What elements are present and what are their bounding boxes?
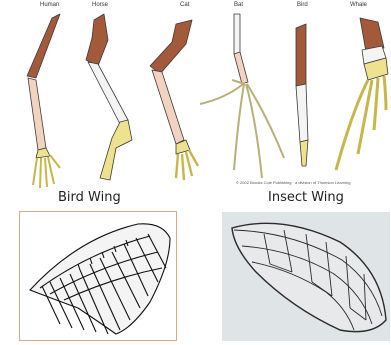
human-limb — [27, 14, 60, 188]
insect-wing-illustration — [222, 212, 390, 341]
whale-limb — [336, 18, 388, 170]
bird-wing-panel — [19, 211, 177, 341]
caption-bird-wing: Bird Wing — [58, 190, 121, 205]
horse-limb — [86, 14, 132, 180]
bird-limb — [296, 24, 308, 166]
cat-limb — [150, 20, 198, 180]
forelimb-comparison: Human Horse Cat Bat Bird Whale — [0, 0, 391, 190]
copyright-notice: © 2002 Brooks Cole Publishing · a divisi… — [236, 180, 351, 185]
forelimb-drawings — [0, 0, 391, 190]
bird-wing-illustration — [20, 212, 176, 340]
insect-wing-panel — [222, 212, 390, 341]
bat-limb — [200, 14, 284, 178]
caption-insect-wing: Insect Wing — [268, 190, 344, 205]
